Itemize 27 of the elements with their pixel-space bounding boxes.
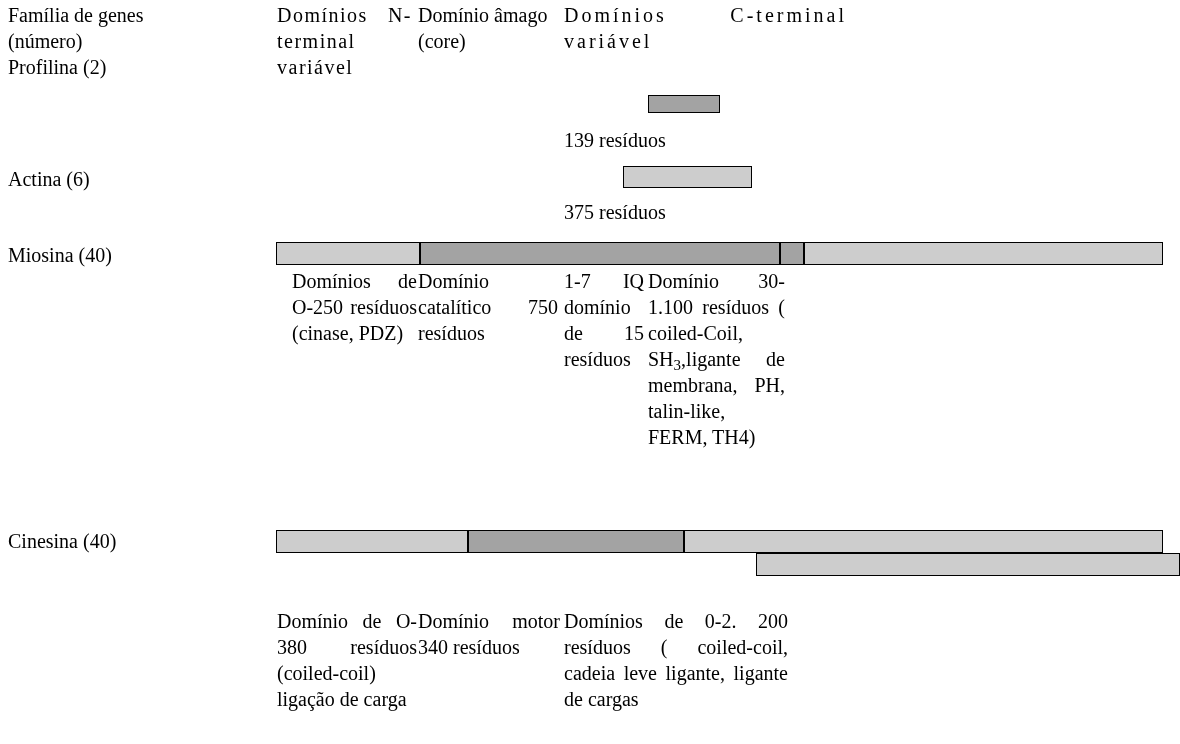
domain-bar [804,242,1163,265]
domain-bar [648,95,720,113]
domain-bar [623,166,752,188]
length-label: 139 resíduos [564,128,667,153]
domain-description: Domínio catalítico 750 resíduos [418,269,558,346]
row-header: Cinesina (40) [8,529,118,554]
domain-bar [468,530,684,553]
domain-description: Domínio motor 340 resíduos [418,609,560,660]
domain-bar [276,242,420,265]
domain-description: Domínio de O-380 resíduos (coiled-coil) ligação de carga [277,609,417,712]
domain-description: Domínio 30-1.100 resíduos ( coiled-Coil, SH$_{3}$,ligante de membrana, PH, talin-like, FERM, TH4) [648,269,785,450]
domain-bar [780,242,804,265]
length-label: 375 resíduos [564,200,667,225]
domain-bar [276,530,468,553]
column-header: Domínio âmago (core) [418,3,549,54]
domain-bar [684,530,1163,553]
domain-bar [420,242,780,265]
domain-description: Domínios de O-250 resíduos (cinase, PDZ) [292,269,417,346]
column-header: Domínios N-terminal variável [277,3,412,80]
column-header: Família de genes (número) [8,3,145,54]
row-header: Miosina (40) [8,243,113,268]
domain-description: Domínios de 0-2. 200 resíduos ( coiled-coil, cadeia leve ligante, ligante de cargas [564,609,788,712]
row-header: Profilina (2) [8,55,108,80]
column-header: Domínios C-terminal variável [564,3,847,54]
row-header: Actina (6) [8,167,91,192]
domain-bar [756,553,1180,576]
domain-description: 1-7 IQ domínio de 15 resíduos [564,269,644,372]
